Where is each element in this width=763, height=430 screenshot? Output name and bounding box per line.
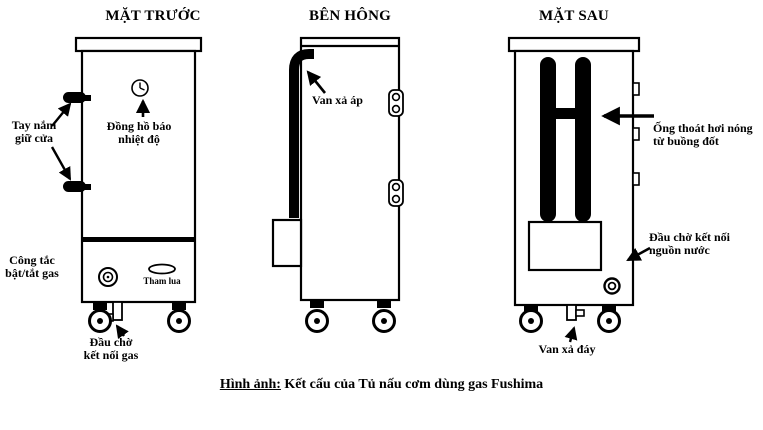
figure-caption: Hình ảnh: Kết cấu của Tủ nấu cơm dùng ga… — [0, 377, 763, 393]
door-handle-label: Tay nắm giữ cửa — [4, 118, 64, 146]
drain-valve-label: Van xả đáy — [538, 342, 596, 356]
pressure-valve-pipe — [289, 49, 314, 218]
door-handle-top — [63, 92, 86, 103]
gas-switch-label-line1: Công tắc — [9, 253, 55, 267]
hinge-top — [388, 89, 404, 117]
side-burner-box — [271, 218, 303, 268]
front-cabinet-drawing — [63, 36, 203, 322]
annotation-arrows — [50, 70, 654, 343]
flame-view-label: Tham lua — [143, 276, 181, 286]
side-cabinet-drawing — [271, 36, 404, 302]
gas-switch-knob — [98, 267, 118, 287]
back-top-cap — [507, 36, 641, 53]
exhaust-pipe-crossbar — [554, 108, 577, 119]
front-top-cap — [74, 36, 203, 53]
arrow-to-gas-connector — [115, 324, 129, 339]
arrow-to-top-handle — [51, 102, 72, 127]
arrow-to-bottom-handle — [50, 146, 72, 181]
water-connector-label-line2: nguồn nước — [649, 243, 710, 258]
exhaust-pipe-left — [540, 57, 556, 222]
temp-gauge-label-line1: Đồng hồ báo — [106, 119, 172, 133]
door-handle-top-mount — [83, 95, 91, 101]
water-connector-fitting — [603, 277, 621, 295]
door-handle-bottom — [63, 181, 86, 192]
arrow-to-drain-valve — [564, 326, 578, 343]
back-caster-wheels — [519, 305, 621, 333]
combustion-chamber-box — [527, 220, 603, 272]
door-handle-label-line2: giữ cửa — [14, 131, 54, 146]
back-edge-tick-3 — [632, 172, 640, 186]
side-caster-wheels — [305, 300, 396, 333]
door-handle-bottom-mount — [83, 184, 91, 190]
front-view-title: MẶT TRƯỚC — [105, 8, 201, 24]
pressure-valve-label: Van xả áp — [312, 93, 363, 107]
flame-view-slot — [148, 263, 176, 275]
gas-switch-label: Công tắc bật/tắt gas — [0, 253, 64, 281]
drain-valve-fitting — [566, 304, 585, 321]
gas-connector-label-line2: kết nối gas — [83, 348, 139, 363]
figure-caption-prefix: Hình ảnh: — [219, 377, 281, 392]
gas-switch-label-line2: bật/tắt gas — [5, 266, 59, 281]
temperature-gauge-icon — [131, 79, 149, 97]
front-caster-wheels — [88, 302, 191, 333]
arrow-to-water-connector — [626, 246, 651, 262]
arrow-to-pressure-valve — [306, 70, 327, 94]
back-cabinet-drawing — [507, 36, 641, 321]
figure-caption-text: Kết cấu của Tủ nấu cơm dùng gas Fushima — [280, 377, 544, 392]
hinge-bottom — [388, 179, 404, 207]
exhaust-pipe-label-line2: từ buồng đốt — [653, 134, 719, 149]
temp-gauge-label: Đồng hồ báo nhiệt độ — [91, 119, 187, 147]
water-connector-label: Đầu chờ kết nối nguồn nước — [649, 230, 761, 258]
exhaust-pipe-right — [575, 57, 591, 222]
temp-gauge-label-line2: nhiệt độ — [118, 132, 160, 147]
back-edge-tick-2 — [632, 127, 640, 141]
exhaust-pipe-label: Ống thoát hơi nóng từ buồng đốt — [653, 121, 763, 149]
back-edge-tick-1 — [632, 82, 640, 96]
door-handle-label-line1: Tay nắm — [11, 118, 57, 132]
side-view-title: BÊN HÔNG — [308, 8, 392, 24]
side-body — [299, 36, 401, 302]
front-divider-band — [82, 237, 195, 242]
exhaust-pipe-label-line1: Ống thoát hơi nóng — [653, 121, 753, 135]
gas-connector-label: Đầu chờ kết nối gas — [71, 335, 151, 363]
gas-connector-label-line1: Đầu chờ — [89, 335, 133, 349]
back-view-title: MẶT SAU — [539, 8, 609, 24]
water-connector-label-line1: Đầu chờ kết nối — [649, 230, 730, 244]
